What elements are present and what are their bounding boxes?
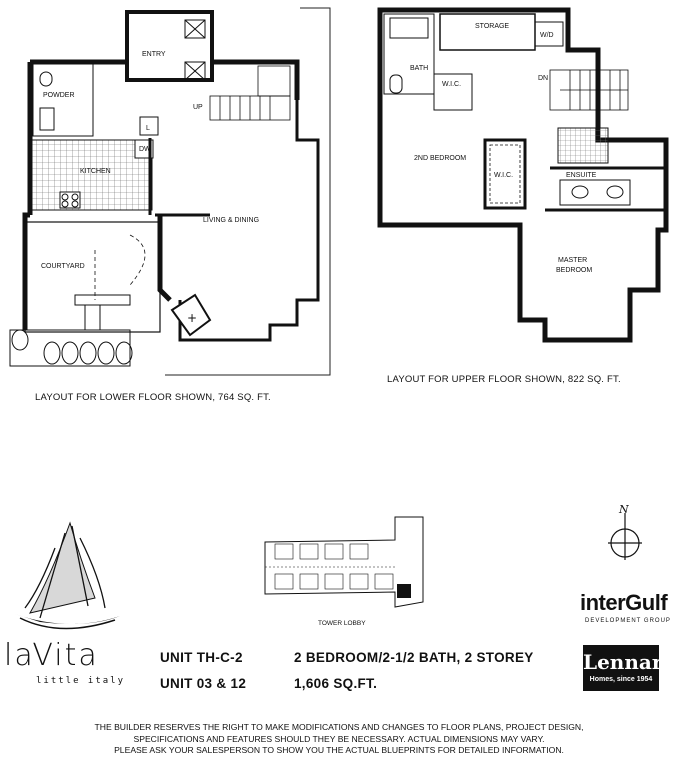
intergulf-subtitle: DEVELOPMENT GROUP bbox=[585, 618, 671, 624]
sailboat-logo bbox=[15, 521, 120, 630]
key-plan bbox=[264, 516, 424, 608]
disclaimer-line-2: SPECIFICATIONS AND FEATURES SHOULD THEY … bbox=[133, 733, 545, 744]
room-label-wic1: W.I.C. bbox=[442, 81, 461, 88]
intergulf-logo: interGulf bbox=[580, 590, 668, 615]
compass-north-label: N bbox=[619, 503, 629, 516]
room-label-wd: W/D bbox=[540, 32, 554, 39]
room-label-master-1: MASTER bbox=[558, 257, 587, 264]
room-label-storage: STORAGE bbox=[475, 23, 509, 30]
upper-floor-caption: LAYOUT FOR UPPER FLOOR SHOWN, 822 SQ. FT… bbox=[387, 374, 621, 385]
room-label-dn: DN bbox=[538, 75, 548, 82]
room-label-bedroom2: 2ND BEDROOM bbox=[414, 155, 466, 162]
upper-floor-plan: STORAGE W/D BATH W.I.C. DN 2ND BEDROOM W… bbox=[377, 7, 669, 343]
disclaimer-line-1: THE BUILDER RESERVES THE RIGHT TO MAKE M… bbox=[94, 722, 584, 732]
lennar-subtitle: Homes, since 1954 bbox=[589, 676, 653, 683]
brand-logo-name: laVita bbox=[4, 638, 99, 673]
disclaimer: THE BUILDER RESERVES THE RIGHT TO MAKE M… bbox=[0, 722, 678, 757]
lower-floor-caption: LAYOUT FOR LOWER FLOOR SHOWN, 764 SQ. FT… bbox=[35, 392, 271, 403]
room-label-living: LIVING & DINING bbox=[203, 217, 259, 224]
room-label-entry: ENTRY bbox=[142, 51, 166, 58]
svg-text:+: + bbox=[187, 311, 197, 325]
room-label-bath: BATH bbox=[410, 65, 428, 72]
unit-area: 1,606 SQ.FT. bbox=[294, 676, 378, 691]
unit-type: 2 BEDROOM/2-1/2 BATH, 2 STOREY bbox=[294, 650, 534, 665]
room-label-master-2: BEDROOM bbox=[556, 267, 592, 274]
lower-floor-plan: + ENTRY POWDER UP L DW KITCHEN LIVING & … bbox=[9, 7, 331, 376]
room-label-wic2: W.I.C. bbox=[494, 172, 513, 179]
room-label-up: UP bbox=[193, 104, 203, 111]
lennar-name: Lennar bbox=[583, 650, 663, 674]
disclaimer-line-3: PLEASE ASK YOUR SALESPERSON TO SHOW YOU … bbox=[114, 745, 564, 755]
unit-name: UNIT TH-C-2 bbox=[160, 650, 243, 665]
room-label-courtyard: COURTYARD bbox=[41, 263, 85, 270]
room-label-powder: POWDER bbox=[43, 92, 75, 99]
room-label-kitchen: KITCHEN bbox=[80, 168, 111, 175]
room-label-ensuite: ENSUITE bbox=[566, 172, 597, 179]
key-plan-label: TOWER LOBBY bbox=[318, 620, 366, 627]
room-label-dw: DW bbox=[139, 146, 151, 153]
compass-icon bbox=[608, 513, 642, 560]
room-label-l: L bbox=[146, 125, 150, 132]
unit-numbers: UNIT 03 & 12 bbox=[160, 676, 247, 691]
brand-logo-subtitle: little italy bbox=[36, 676, 126, 686]
lennar-logo: Lennar Homes, since 1954 bbox=[583, 645, 663, 691]
